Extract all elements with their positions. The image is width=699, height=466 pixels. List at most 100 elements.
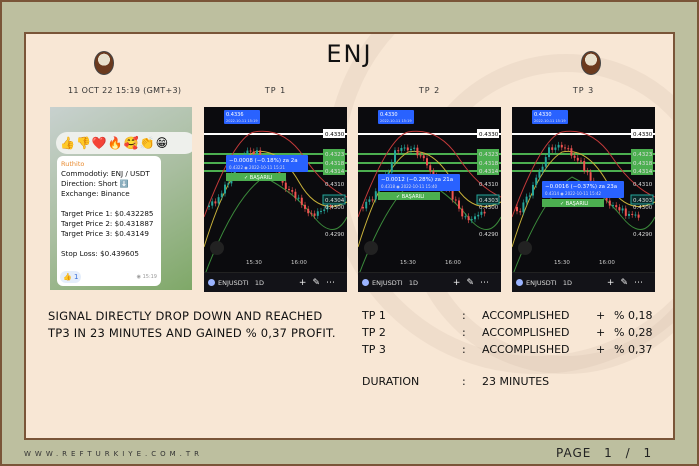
high-price: 0.4336 bbox=[226, 112, 244, 118]
tradingview-logo-icon bbox=[364, 241, 378, 255]
time-label: 16:00 bbox=[291, 260, 307, 266]
price-label: 0.4300 bbox=[325, 205, 345, 211]
candle bbox=[583, 160, 586, 171]
interval[interactable]: 1D bbox=[254, 279, 265, 287]
measure-value: −0.0016 (−0.37%) za 23a bbox=[545, 184, 617, 190]
candle bbox=[224, 184, 226, 194]
candle bbox=[458, 200, 460, 209]
candle bbox=[554, 147, 557, 150]
candle bbox=[374, 191, 377, 200]
candle bbox=[461, 208, 464, 217]
price-tag bbox=[630, 194, 654, 205]
candle bbox=[297, 197, 300, 199]
summary-line-1: SIGNAL DIRECTLY DROP DOWN AND REACHED bbox=[48, 309, 323, 323]
candle bbox=[580, 160, 582, 162]
draw-icon[interactable]: ✎ bbox=[312, 278, 326, 288]
result-value: % 0,28 bbox=[614, 326, 653, 339]
price-label: 0.4300 bbox=[633, 205, 653, 211]
symbol[interactable]: ENJUSDTI bbox=[372, 279, 403, 287]
candle bbox=[522, 202, 525, 213]
price-label: 0.4323 bbox=[479, 152, 499, 158]
candle bbox=[227, 183, 230, 185]
candle bbox=[429, 165, 432, 172]
price-tag bbox=[477, 129, 499, 138]
message-line: Target Price 1: $0.432285 bbox=[61, 209, 154, 218]
more-icon[interactable]: ⋯ bbox=[480, 278, 495, 288]
band-upper bbox=[512, 130, 655, 218]
candle bbox=[400, 147, 403, 151]
time-label: 15:30 bbox=[246, 260, 262, 266]
candle bbox=[548, 147, 550, 158]
duration-value: 23 MINUTES bbox=[482, 375, 550, 388]
price-label: 0.4310 bbox=[633, 182, 653, 188]
candle bbox=[628, 213, 630, 216]
high-date: 2022-10-11 15:19 bbox=[534, 119, 566, 123]
more-icon[interactable]: ⋯ bbox=[326, 278, 341, 288]
result-value: % 0,37 bbox=[614, 343, 653, 356]
interval[interactable]: 1D bbox=[408, 279, 419, 287]
price-tag bbox=[477, 158, 499, 167]
enj-coin-icon bbox=[516, 279, 523, 286]
price-label: 0.4290 bbox=[633, 232, 653, 238]
measure-sub: 0.4322 ◉ 2022-10-11 15:21 bbox=[229, 165, 286, 170]
result-tp: TP 2 bbox=[362, 326, 386, 339]
candle bbox=[371, 199, 374, 201]
result-sep: : bbox=[462, 326, 466, 339]
duration-sep: : bbox=[462, 375, 466, 388]
candle bbox=[288, 188, 290, 191]
price-label: 0.4310 bbox=[479, 182, 499, 188]
candle bbox=[573, 155, 576, 158]
website-link[interactable]: WWW.REFTURKIYE.COM.TR bbox=[24, 450, 204, 458]
message-line: Direction: Short ⬇️ bbox=[61, 179, 129, 188]
message-line: Exchange: Binance bbox=[61, 189, 130, 198]
price-label: 0.4318 bbox=[325, 161, 345, 167]
tp-chart-label: TP 3 bbox=[572, 86, 595, 95]
reaction-bar[interactable]: 👍👎❤️🔥🥰👏😁 bbox=[56, 132, 192, 154]
symbol[interactable]: ENJUSDTI bbox=[526, 279, 557, 287]
more-icon[interactable]: ⋯ bbox=[634, 278, 649, 288]
high-price: 0.4330 bbox=[534, 112, 552, 118]
draw-icon[interactable]: ✎ bbox=[466, 278, 480, 288]
price-tag bbox=[323, 158, 345, 167]
candle bbox=[544, 157, 547, 167]
price-label: 0.4318 bbox=[479, 161, 499, 167]
price-label: 0.4300 bbox=[479, 205, 499, 211]
price-tag bbox=[323, 149, 345, 158]
price-label: 0.4318 bbox=[633, 161, 653, 167]
measure-box bbox=[378, 174, 460, 191]
message-author: Ruthito bbox=[61, 160, 85, 168]
price-label: 0.4290 bbox=[325, 232, 345, 238]
plus-icon[interactable]: + bbox=[452, 278, 467, 288]
candle bbox=[294, 191, 297, 199]
draw-icon[interactable]: ✎ bbox=[620, 278, 634, 288]
result-sep: : bbox=[462, 343, 466, 356]
result-tp: TP 3 bbox=[362, 343, 386, 356]
candle bbox=[615, 205, 618, 208]
result-tp: TP 1 bbox=[362, 309, 386, 322]
high-tooltip bbox=[532, 110, 568, 124]
time-label: 15:30 bbox=[400, 260, 416, 266]
candle bbox=[432, 171, 435, 176]
candle bbox=[217, 197, 220, 204]
plus-icon[interactable]: + bbox=[298, 278, 313, 288]
price-label: 0.4290 bbox=[479, 232, 499, 238]
status-badge bbox=[226, 173, 286, 181]
candle bbox=[406, 147, 409, 151]
symbol[interactable]: ENJUSDTI bbox=[218, 279, 249, 287]
candle bbox=[467, 216, 470, 221]
enj-coin-icon bbox=[362, 279, 369, 286]
interval[interactable]: 1D bbox=[562, 279, 573, 287]
tradingview-logo-icon bbox=[518, 241, 532, 255]
candle bbox=[624, 208, 627, 216]
plus-icon[interactable]: + bbox=[606, 278, 621, 288]
message-line bbox=[61, 199, 157, 209]
price-label: 0.4303 bbox=[479, 198, 499, 204]
candle bbox=[451, 189, 454, 200]
candle bbox=[528, 195, 531, 197]
like-reaction[interactable]: 👍 1 bbox=[60, 271, 82, 283]
message-line bbox=[61, 239, 157, 249]
